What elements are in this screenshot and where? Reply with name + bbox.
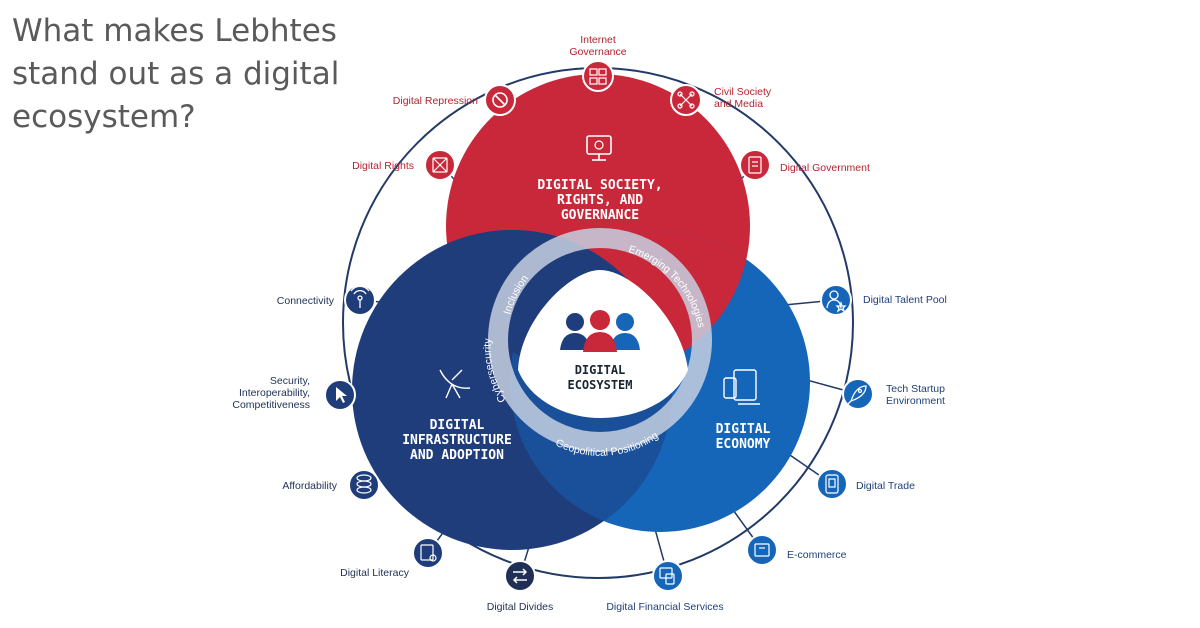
label-security-1: Security, [270, 375, 310, 387]
screens-icon [589, 68, 607, 85]
node-digital-government[interactable] [739, 149, 771, 181]
infrastructure-title-line1: DIGITAL [430, 418, 485, 433]
document-icon [748, 156, 762, 174]
person-icon [826, 290, 847, 313]
node-ecommerce[interactable] [746, 534, 778, 566]
node-digital-repression[interactable] [484, 84, 516, 116]
label-connectivity: Connectivity [277, 295, 335, 307]
society-title-line1: DIGITAL SOCIETY, [537, 178, 662, 193]
node-digital-trade[interactable] [816, 468, 848, 500]
tablet-icon [420, 544, 437, 562]
label-talent-pool: Digital Talent Pool [863, 294, 947, 306]
rocket-icon [847, 385, 867, 405]
node-connectivity[interactable] [344, 284, 376, 316]
payment-icon [659, 567, 675, 585]
people-icon [560, 310, 640, 352]
cursor-icon [336, 387, 347, 403]
label-tech-startup-2: Environment [886, 395, 945, 407]
label-ecommerce: E-commerce [787, 549, 847, 561]
center-title-line2: ECOSYSTEM [567, 378, 632, 392]
satellite-dish-icon [439, 369, 471, 399]
node-digital-financial[interactable] [652, 560, 684, 592]
phone-icon [825, 474, 839, 494]
cart-icon [754, 543, 770, 557]
label-internet-governance-2: Governance [569, 46, 626, 58]
network-icon [677, 91, 695, 109]
label-affordability: Affordability [282, 480, 337, 492]
label-tech-startup-1: Tech Startup [886, 383, 945, 395]
label-security-2: Interoperability, [239, 387, 310, 399]
label-digital-financial: Digital Financial Services [606, 601, 723, 613]
devices-icon [723, 369, 760, 405]
label-digital-divides: Digital Divides [487, 601, 554, 613]
shield-icon [432, 157, 448, 173]
economy-title-line1: DIGITAL [716, 422, 771, 437]
prohibited-icon [492, 92, 508, 108]
node-digital-divides[interactable] [504, 560, 536, 592]
node-digital-rights[interactable] [424, 149, 456, 181]
center-ring [488, 228, 712, 452]
node-security[interactable] [324, 379, 356, 411]
label-digital-government: Digital Government [780, 162, 870, 174]
label-digital-repression: Digital Repression [393, 95, 478, 107]
node-tech-startup[interactable] [842, 378, 874, 410]
arrows-icon [512, 568, 528, 584]
economy-title-line2: ECONOMY [716, 437, 771, 452]
label-civil-society-2: and Media [714, 98, 763, 110]
monitor-icon [586, 135, 612, 161]
label-security-3: Competitiveness [232, 399, 310, 411]
signal-icon [350, 285, 370, 308]
label-digital-trade: Digital Trade [856, 480, 915, 492]
label-civil-society-1: Civil Society [714, 86, 772, 98]
society-title-line3: GOVERNANCE [561, 208, 639, 223]
node-talent-pool[interactable] [820, 284, 852, 316]
coins-icon [356, 474, 372, 494]
node-civil-society[interactable] [670, 84, 702, 116]
label-digital-literacy: Digital Literacy [340, 567, 410, 579]
center-title-line1: DIGITAL [575, 363, 626, 377]
node-internet-governance[interactable] [582, 60, 614, 92]
infrastructure-title-line3: AND ADOPTION [410, 448, 504, 463]
label-internet-governance-1: Internet [580, 34, 616, 46]
node-digital-literacy[interactable] [412, 537, 444, 569]
infrastructure-title-line2: INFRASTRUCTURE [402, 433, 512, 448]
society-title-line2: RIGHTS, AND [557, 193, 643, 208]
label-digital-rights: Digital Rights [352, 160, 414, 172]
node-affordability[interactable] [348, 469, 380, 501]
page-title: What makes Lebhtes stand out as a digita… [12, 13, 340, 135]
